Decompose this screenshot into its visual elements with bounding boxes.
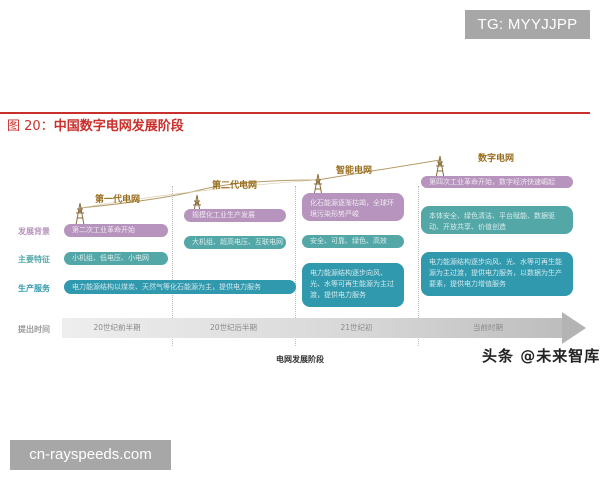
timeline-arrow-icon [562, 312, 586, 344]
stage3-time: 21世纪初 [340, 323, 373, 332]
stage3-service: 电力能源结构逐步向风、光、水等可再生能源为主过渡，提供电力服务 [302, 263, 404, 307]
stage-title-gen1: 第一代电网 [95, 195, 141, 205]
transmission-tower-icon [435, 156, 445, 178]
figure-caption: 电网发展阶段 [276, 355, 324, 364]
stage1-time: 20世纪前半期 [93, 323, 141, 332]
stage4-background: 第四次工业革命开始，数字经济快速崛起 [421, 176, 573, 188]
site-badge: cn-rayspeeds.com [10, 440, 171, 470]
row-label-service: 生产服务 [18, 284, 50, 293]
stage2-background: 规模化工业生产发展 [184, 209, 286, 222]
figure-title: 图 20：中国数字电网发展阶段 [7, 115, 184, 134]
transmission-tower-icon [313, 174, 323, 196]
stage2-time: 20世纪后半期 [209, 323, 258, 332]
transmission-tower-icon [75, 203, 85, 225]
tg-badge: TG: MYYJJPP [465, 10, 590, 39]
watermark: 头条 @未来智库 [482, 347, 600, 365]
title-rule [0, 112, 590, 114]
stage4-service: 电力能源结构逐步向风、光、水等可再生能源为主过渡，提供电力服务，以数据为生产要素… [421, 252, 573, 296]
stage-title-digital: 数字电网 [478, 154, 515, 164]
stage1-background: 第二次工业革命开始 [64, 224, 168, 237]
column-divider [172, 186, 173, 346]
row-label-time: 提出时间 [18, 325, 50, 334]
stage4-time: 当前时期 [473, 323, 503, 332]
stage2-features: 大机组、超高电压、互联电网 [184, 236, 286, 249]
timeline-bar [62, 318, 564, 338]
figure-title-text: 中国数字电网发展阶段 [53, 119, 184, 134]
column-divider [418, 186, 419, 346]
stage-title-gen2: 第二代电网 [212, 181, 258, 191]
stage3-background: 化石能源逐渐枯竭，全球环境污染形势严峻 [302, 193, 404, 221]
stage3-features: 安全、可靠、绿色、高效 [302, 235, 404, 248]
row-label-background: 发展背景 [18, 227, 50, 236]
stage-title-smart: 智能电网 [336, 166, 373, 176]
row-label-features: 主要特征 [18, 255, 50, 264]
stage1-service: 电力能源结构以煤炭、天然气等化石能源为主，提供电力服务 [64, 280, 296, 294]
stage1-features: 小机组、低电压、小电网 [64, 252, 168, 265]
figure-number: 图 20： [7, 119, 54, 134]
column-divider [295, 186, 296, 346]
stage4-features: 本体安全、绿色清洁、平台赋能、数据驱动、开放共享、价值创造 [421, 206, 573, 234]
